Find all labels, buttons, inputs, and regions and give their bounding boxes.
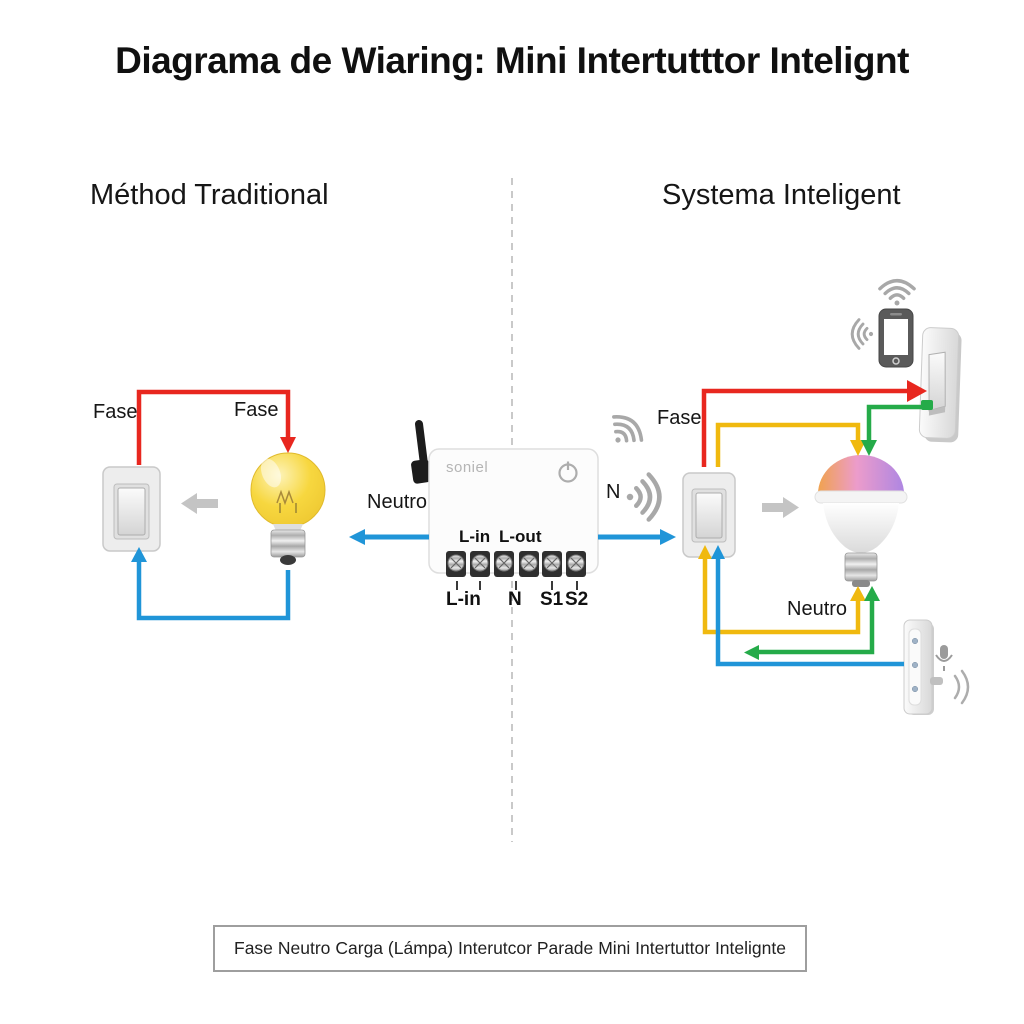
smart-wire-bottom xyxy=(758,601,875,655)
legend-item-mini-switch: Mini Intertuttor Intelignte xyxy=(598,938,786,958)
carga-arrowhead-bulb-bottom xyxy=(850,586,866,601)
left-direction-arrow-icon xyxy=(181,493,218,514)
smart-arrowhead-left xyxy=(744,645,759,660)
voice-control-device-icon xyxy=(903,619,970,715)
legend-item-carga: Carga (Lámpa) xyxy=(335,938,454,958)
carga-arrowhead-switch xyxy=(698,545,712,559)
neutro-arrowhead-left xyxy=(131,547,147,562)
smart-arrowhead-bulb-top xyxy=(861,440,877,456)
page-title: Diagrama de Wiaring: Mini Intertutttor I… xyxy=(115,40,909,81)
mini-smart-switch-device xyxy=(411,420,599,590)
neutro-wire-right xyxy=(715,558,904,667)
smart-wire-connector xyxy=(921,400,933,410)
neutro-arrowhead-center-right xyxy=(660,529,676,545)
microphone-icon xyxy=(935,645,953,671)
neutro-label-right: Neutro xyxy=(787,598,848,620)
fase-arrowhead-left xyxy=(280,437,296,453)
wifi-icon-left-of-phone xyxy=(850,318,874,350)
terminal-block xyxy=(446,551,586,577)
terminal-label-l-in: L-in xyxy=(446,589,481,610)
legend-item-fase: Fase xyxy=(234,938,273,958)
neutro-wire-left xyxy=(136,561,291,621)
n-label-center: N xyxy=(606,481,621,503)
terminal-label-n: N xyxy=(508,589,522,610)
neutro-label-center: Neutro xyxy=(367,491,428,513)
carga-wire-bottom xyxy=(702,558,861,635)
wifi-icon-n-side xyxy=(626,472,662,522)
left-section-heading: Méthod Traditional xyxy=(90,179,329,211)
smartphone-icon xyxy=(878,308,914,368)
smart-arrowhead-bulb-bottom2 xyxy=(864,586,880,601)
fase-wire-right xyxy=(701,388,908,467)
sound-waves-icon xyxy=(953,669,970,705)
wifi-icon-above-phone xyxy=(878,278,916,306)
right-direction-arrow-icon xyxy=(762,497,799,518)
terminal-label-s1: S1 xyxy=(540,589,564,610)
right-section-heading: Systema Inteligent xyxy=(662,179,901,211)
legend-item-neutro: Neutro xyxy=(277,938,331,958)
device-brand-label: soniel xyxy=(446,459,489,476)
incandescent-bulb-icon xyxy=(250,452,326,565)
terminal-label-s2: S2 xyxy=(565,589,589,610)
smart-wire-top xyxy=(866,404,928,441)
fase-label-right: Fase xyxy=(657,407,702,429)
neutro-arrowhead-center-left xyxy=(349,529,365,545)
device-label-l-out-top: L-out xyxy=(499,527,542,546)
fase-label-left-switch: Fase xyxy=(93,401,138,423)
terminal-leader-ticks xyxy=(456,581,578,590)
legend: Fase Neutro Carga (Lámpa) Interutcor Par… xyxy=(213,925,807,972)
power-icon xyxy=(558,461,578,483)
smart-side-switch-icon xyxy=(682,472,736,558)
smart-rgb-bulb-icon xyxy=(814,455,908,587)
antenna-icon xyxy=(415,420,428,468)
device-label-l-in-top: L-in xyxy=(459,527,491,546)
traditional-switch-icon xyxy=(102,466,161,552)
fase-label-left-bulb: Fase xyxy=(234,399,279,421)
fase-wire-left xyxy=(136,389,291,465)
legend-item-interruptor: Interutcor Parade xyxy=(458,938,594,958)
carga-arrowhead-bulb-top xyxy=(850,440,866,456)
fase-arrowhead-right xyxy=(907,380,927,402)
carga-wire-top xyxy=(715,422,861,467)
knob-icon xyxy=(930,677,943,685)
wifi-icon-device xyxy=(612,415,644,443)
smart-wall-switch-3d-icon xyxy=(918,327,962,443)
neutro-arrowhead-switch-right xyxy=(711,545,725,559)
